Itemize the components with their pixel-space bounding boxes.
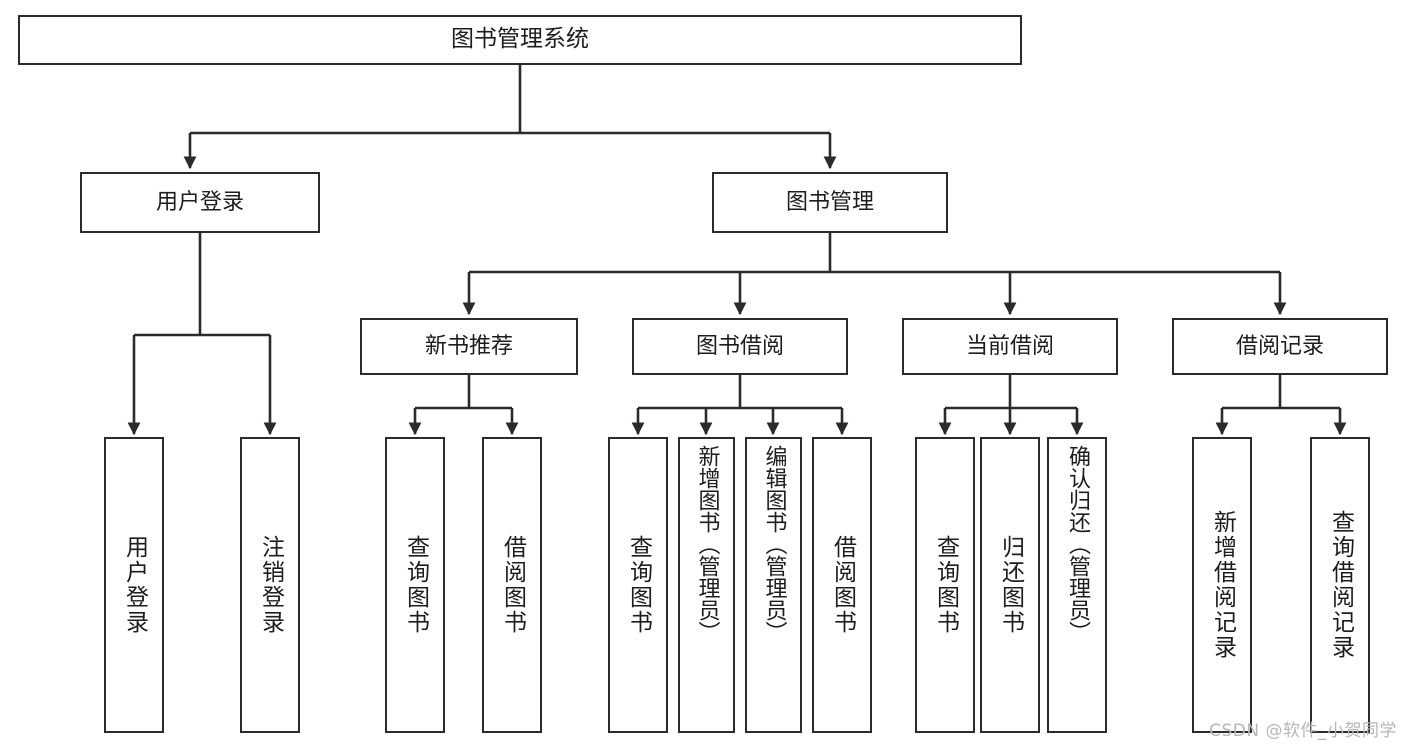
node-label: 确认归还（管理员）	[1065, 445, 1090, 643]
node-label: 图书借阅	[695, 333, 784, 359]
leaf-query-book-current[interactable]: 查询图书	[915, 437, 975, 733]
node-label: 图书管理系统	[451, 26, 589, 53]
csdn-watermark: CSDN @软件_小贺同学	[1209, 721, 1397, 741]
leaf-query-book-recommend[interactable]: 查询图书	[385, 437, 445, 733]
leaf-return-book[interactable]: 归还图书	[980, 437, 1040, 733]
node-new-book-recommend[interactable]: 新书推荐	[360, 318, 578, 375]
leaf-edit-book-admin[interactable]: 编辑图书（管理员）	[745, 437, 802, 733]
leaf-add-borrow-record[interactable]: 新增借阅记录	[1192, 437, 1252, 733]
leaf-user-login[interactable]: 用户登录	[104, 437, 164, 733]
node-label: 用户登录	[155, 189, 244, 215]
leaf-add-book-admin[interactable]: 新增图书（管理员）	[678, 437, 735, 733]
node-label: 查询图书	[932, 535, 959, 635]
node-label: 借阅记录	[1235, 333, 1324, 359]
node-label: 借阅图书	[499, 535, 526, 635]
node-borrow-records[interactable]: 借阅记录	[1172, 318, 1388, 375]
node-label: 查询图书	[402, 535, 429, 635]
leaf-borrow-book-recommend[interactable]: 借阅图书	[482, 437, 542, 733]
leaf-query-borrow-record[interactable]: 查询借阅记录	[1310, 437, 1370, 733]
node-label: 查询借阅记录	[1327, 510, 1354, 660]
leaf-logout[interactable]: 注销登录	[240, 437, 300, 733]
leaf-query-book-borrow[interactable]: 查询图书	[608, 437, 668, 733]
node-current-borrow[interactable]: 当前借阅	[902, 318, 1118, 375]
node-label: 图书管理	[785, 189, 874, 215]
node-label: 新书推荐	[424, 333, 513, 359]
node-book-management[interactable]: 图书管理	[712, 172, 948, 233]
node-label: 注销登录	[257, 535, 284, 635]
node-label: 用户登录	[121, 535, 148, 635]
node-label: 查询图书	[625, 535, 652, 635]
leaf-confirm-return-admin[interactable]: 确认归还（管理员）	[1047, 437, 1107, 733]
node-label: 借阅图书	[829, 535, 856, 635]
node-book-borrow[interactable]: 图书借阅	[632, 318, 848, 375]
node-label: 新增借阅记录	[1209, 510, 1236, 660]
leaf-borrow-book[interactable]: 借阅图书	[812, 437, 872, 733]
node-label: 新增图书（管理员）	[694, 445, 720, 643]
node-user-login[interactable]: 用户登录	[80, 172, 320, 233]
node-label: 归还图书	[997, 535, 1024, 635]
node-label: 编辑图书（管理员）	[761, 445, 787, 643]
node-root-book-management-system[interactable]: 图书管理系统	[18, 15, 1022, 65]
node-label: 当前借阅	[965, 333, 1054, 359]
